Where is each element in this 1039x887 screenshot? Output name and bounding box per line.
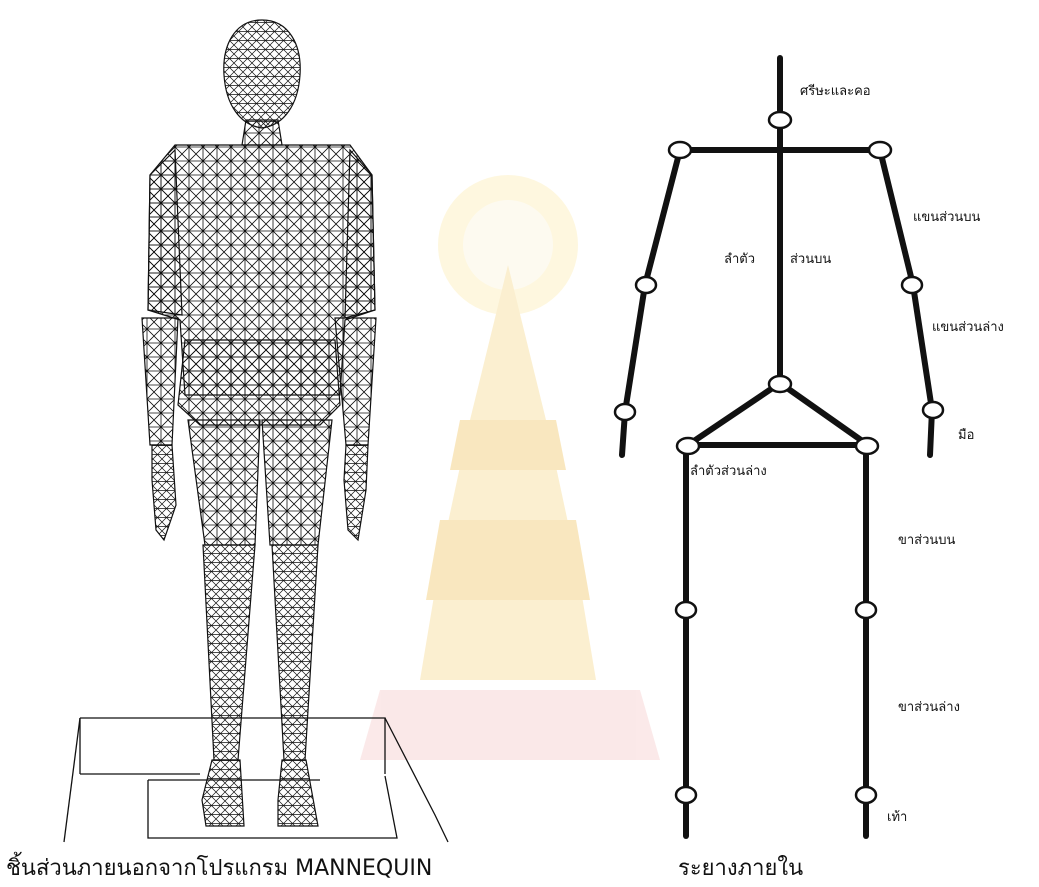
joint-right-shoulder [869, 142, 891, 158]
joint-left-hip [677, 438, 699, 454]
label-upper-arm: แขนส่วนบน [913, 206, 980, 227]
joint-waist [769, 376, 791, 392]
label-lower-arm: แขนส่วนล่าง [932, 316, 1004, 337]
joint-right-wrist [923, 402, 943, 418]
label-lower-torso: ลำตัวส่วนล่าง [690, 460, 767, 481]
joint-right-ankle [856, 787, 876, 803]
label-torso-upper-right: ส่วนบน [790, 248, 831, 269]
caption-skeleton: ระยางภายใน [678, 850, 803, 885]
joint-left-shoulder [669, 142, 691, 158]
caption-mannequin: ชิ้นส่วนภายนอกจากโปรแกรม MANNEQUIN [6, 850, 432, 885]
label-foot: เท้า [887, 806, 907, 827]
label-torso-upper-left: ลำตัว [724, 248, 755, 269]
label-upper-leg: ขาส่วนบน [898, 529, 955, 550]
label-hand: มือ [958, 424, 974, 445]
joint-right-hip [856, 438, 878, 454]
joint-right-elbow [902, 277, 922, 293]
joint-left-wrist [615, 404, 635, 420]
joint-left-knee [676, 602, 696, 618]
label-head-neck: ศรีษะและคอ [800, 80, 871, 101]
label-lower-leg: ขาส่วนล่าง [898, 696, 960, 717]
joint-right-knee [856, 602, 876, 618]
joint-left-elbow [636, 277, 656, 293]
joint-neck [769, 112, 791, 128]
joint-left-ankle [676, 787, 696, 803]
